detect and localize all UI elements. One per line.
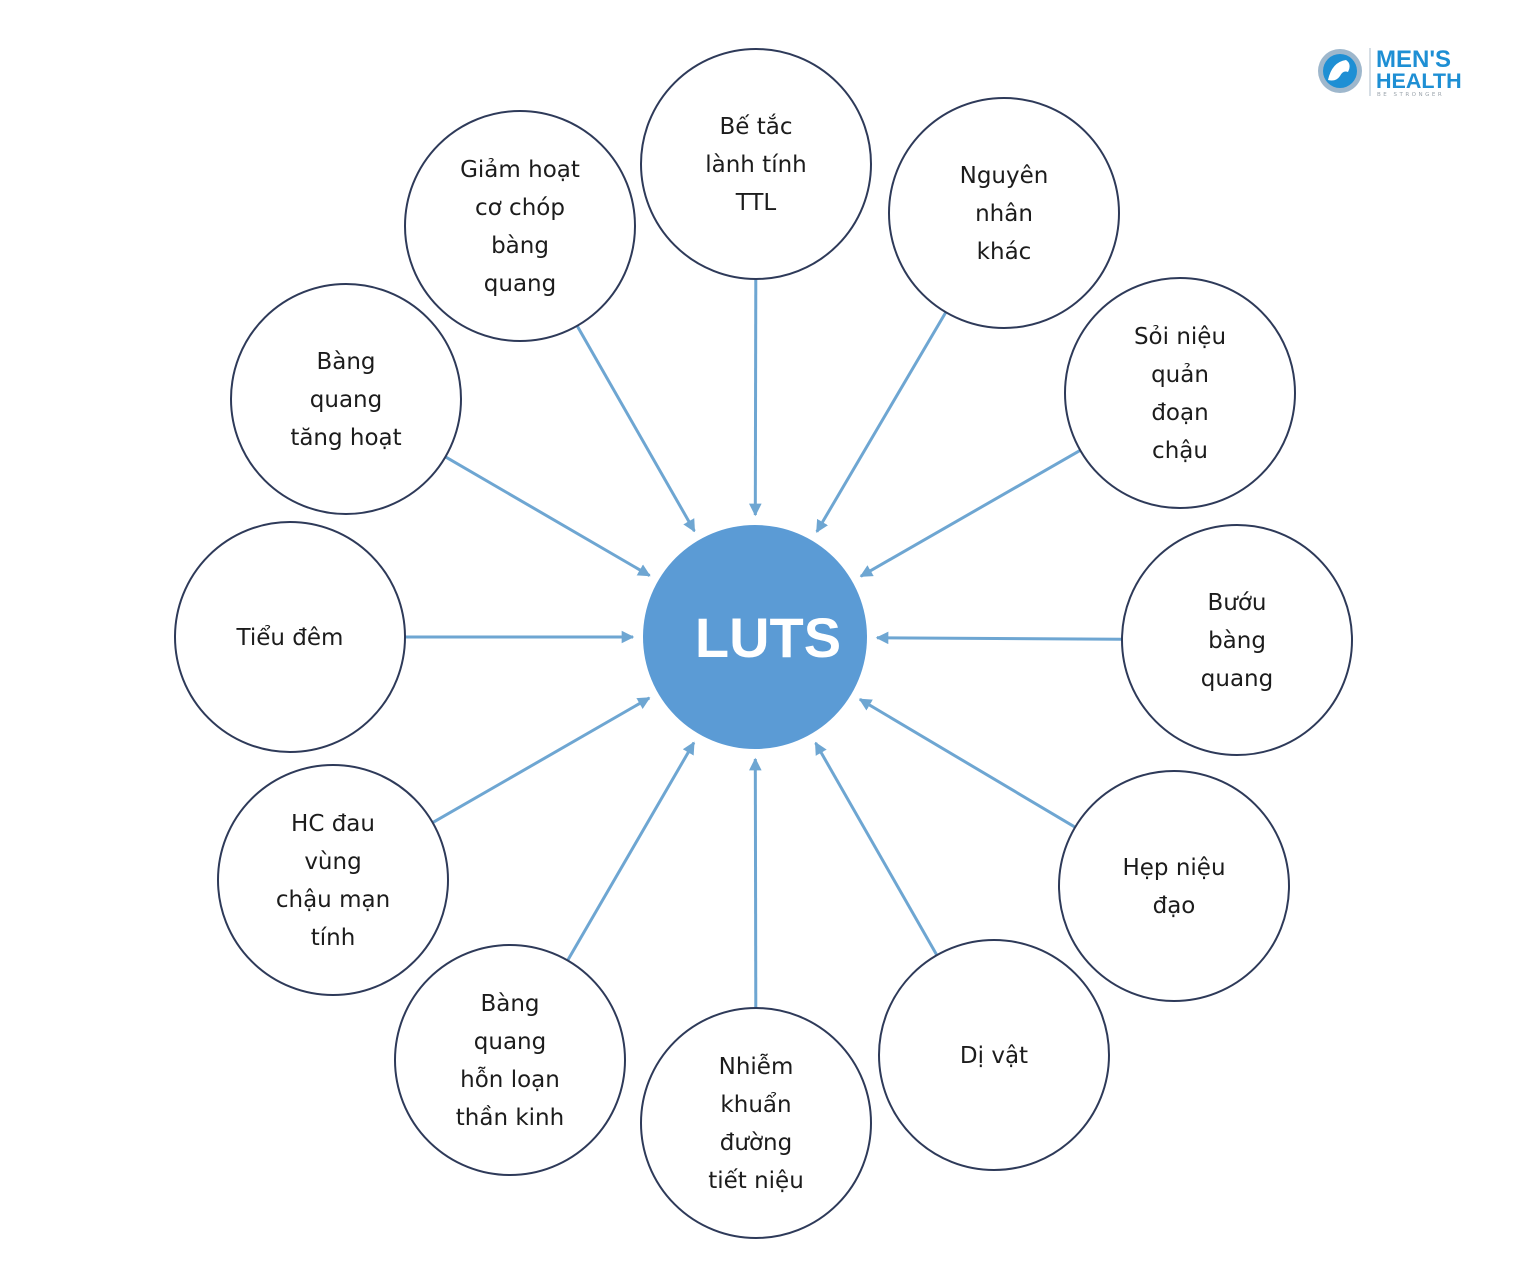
node-label-line: lành tính <box>705 152 807 178</box>
node-label-line: TTL <box>735 190 777 216</box>
node-label-line: Giảm hoạt <box>460 157 580 183</box>
logo-tagline: BE STRONGER <box>1377 92 1444 98</box>
node-label-line: chậu <box>1152 438 1208 464</box>
node-label-line: quang <box>310 387 382 413</box>
node-tieu-dem: Tiểu đêm <box>174 521 406 753</box>
node-circle <box>1058 770 1290 1002</box>
mens-health-logo: MEN'S HEALTH BE STRONGER <box>1318 46 1462 98</box>
node-label-line: hỗn loạn <box>460 1065 560 1093</box>
node-circle <box>888 97 1120 329</box>
node-label-line: chậu mạn <box>276 887 390 913</box>
logo-line2: HEALTH <box>1376 69 1462 93</box>
node-label-line: tiết niệu <box>708 1168 804 1194</box>
node-hep-nieu-dao: Hẹp niệu đạo <box>1058 770 1290 1002</box>
node-label-line: thần kinh <box>456 1105 564 1131</box>
node-label-line: Nhiễm <box>719 1052 794 1080</box>
arrow-soi-nieu-quan-doan-chau <box>859 448 1082 578</box>
node-label-line: nhân <box>975 201 1033 227</box>
node-circle <box>640 1007 872 1239</box>
arrow-hep-nieu-dao <box>858 698 1076 829</box>
node-label-line: tăng hoạt <box>290 425 401 451</box>
node-label-line: quang <box>1201 666 1273 692</box>
arrow-hc-dau-vung-chau-man-tinh <box>431 696 651 824</box>
node-nguyen-nhan-khac: Nguyên nhân khác <box>888 97 1120 329</box>
node-label-line: Bế tắc <box>720 113 793 140</box>
node-bang-quang-tang-hoat: Bàng quang tăng hoạt <box>230 283 462 515</box>
arrows-layer <box>405 278 1123 1009</box>
arrow-bang-quang-tang-hoat <box>444 455 651 577</box>
node-circle <box>230 283 462 515</box>
node-circle <box>640 48 872 280</box>
node-circle <box>174 521 406 753</box>
node-label-line: đường <box>720 1130 792 1156</box>
node-label-line: Hẹp niệu <box>1122 855 1225 881</box>
node-circle <box>1064 277 1296 509</box>
arrow-giam-hoat-co-chop-bang-quang <box>575 325 696 533</box>
node-label-line: bàng <box>491 233 549 259</box>
node-buou-bang-quang: Bướu bàng quang <box>1121 524 1353 756</box>
node-label-line: HC đau <box>291 811 375 837</box>
node-bang-quang-hon-loan-than-kinh: Bàng quang hỗn loạn thần kinh <box>394 944 626 1176</box>
node-circle <box>217 764 449 996</box>
node-circle <box>1121 524 1353 756</box>
node-label-line: Sỏi niệu <box>1134 324 1226 350</box>
node-label-line: quản <box>1151 362 1209 388</box>
node-label-line: khuẩn <box>720 1092 791 1118</box>
arrow-di-vat <box>814 741 939 956</box>
arrow-bang-quang-hon-loan-than-kinh <box>566 741 696 962</box>
node-label-line: bàng <box>1208 628 1266 654</box>
center-node: LUTS <box>643 525 867 749</box>
node-label-line: Bàng <box>316 349 375 375</box>
node-di-vat: Dị vật <box>878 939 1110 1171</box>
node-label-line: Dị vật <box>960 1043 1028 1069</box>
node-hc-dau-vung-chau-man-tinh: HC đau vùng chậu mạn tính <box>217 764 449 996</box>
node-circle <box>394 944 626 1176</box>
node-label-line: Nguyên <box>960 163 1049 189</box>
center-label: LUTS <box>695 606 841 669</box>
luts-circle <box>643 525 867 749</box>
node-circle <box>404 110 636 342</box>
node-circle <box>878 939 1110 1171</box>
arrow-nguyen-nhan-khac <box>815 311 948 533</box>
arrow-buou-bang-quang <box>875 631 1123 645</box>
node-label-line: quang <box>484 271 556 297</box>
node-label-line: vùng <box>304 849 361 875</box>
logo-line1: MEN'S <box>1376 46 1451 73</box>
node-giam-hoat-co-chop-bang-quang: Giảm hoạt cơ chóp bàng quang <box>404 110 636 342</box>
node-label-line: khác <box>977 239 1032 265</box>
node-nhiem-khuan-duong-tiet-nieu: Nhiễm khuẩn đường tiết niệu <box>640 1007 872 1239</box>
node-label-line: Bướu <box>1207 590 1266 616</box>
arrow-be-tac-lanh-tinh-ttl <box>749 278 762 517</box>
node-label-line: đoạn <box>1151 400 1208 426</box>
node-label-line: Tiểu đêm <box>236 625 344 651</box>
node-soi-nieu-quan-doan-chau: Sỏi niệu quản đoạn chậu <box>1064 277 1296 509</box>
node-label-line: cơ chóp <box>475 195 565 221</box>
node-label-line: tính <box>311 925 356 951</box>
arrow-nhiem-khuan-duong-tiet-nieu <box>749 757 762 1009</box>
node-label-line: quang <box>474 1029 546 1055</box>
logo-emblem-icon <box>1318 49 1362 93</box>
node-label-line: Bàng <box>480 991 539 1017</box>
node-label-line: đạo <box>1153 893 1196 919</box>
